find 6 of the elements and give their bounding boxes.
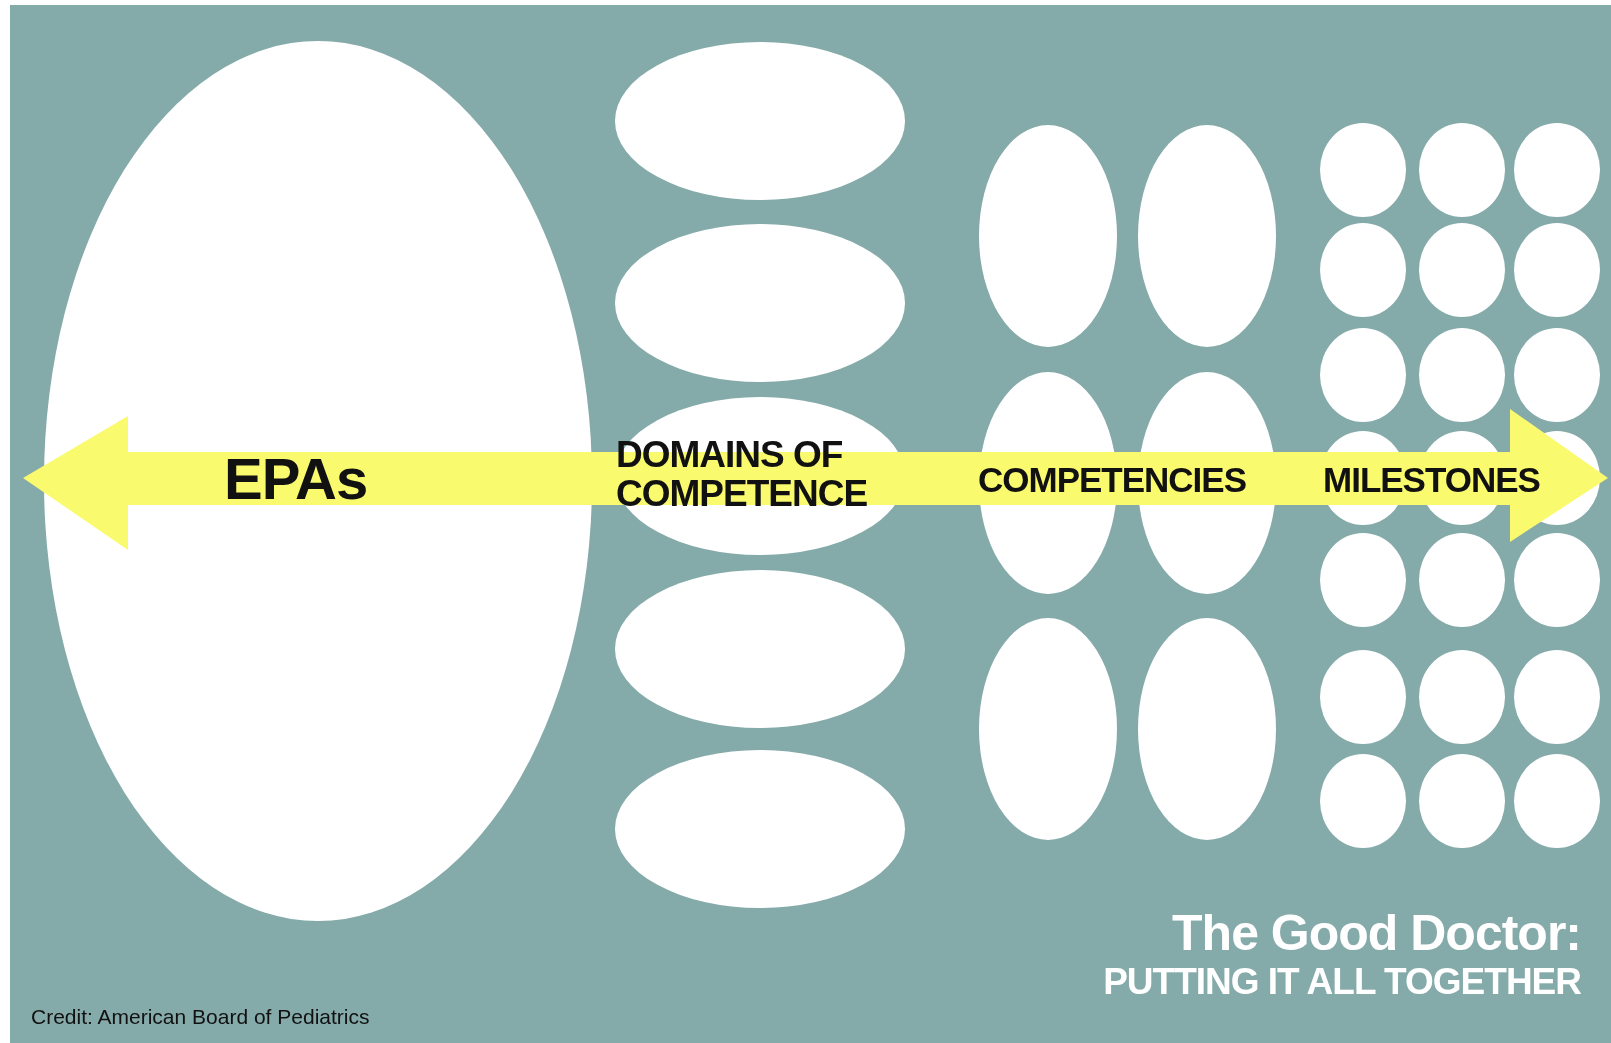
- arrow-label: MILESTONES: [1323, 462, 1540, 497]
- subtitle-text: PUTTING IT ALL TOGETHER: [1103, 963, 1581, 1000]
- credit-text: Credit: American Board of Pediatrics: [31, 1006, 370, 1027]
- title-text: The Good Doctor:: [1172, 908, 1581, 958]
- arrow-label: EPAs: [224, 450, 368, 508]
- arrow-label: COMPETENCIES: [978, 462, 1247, 497]
